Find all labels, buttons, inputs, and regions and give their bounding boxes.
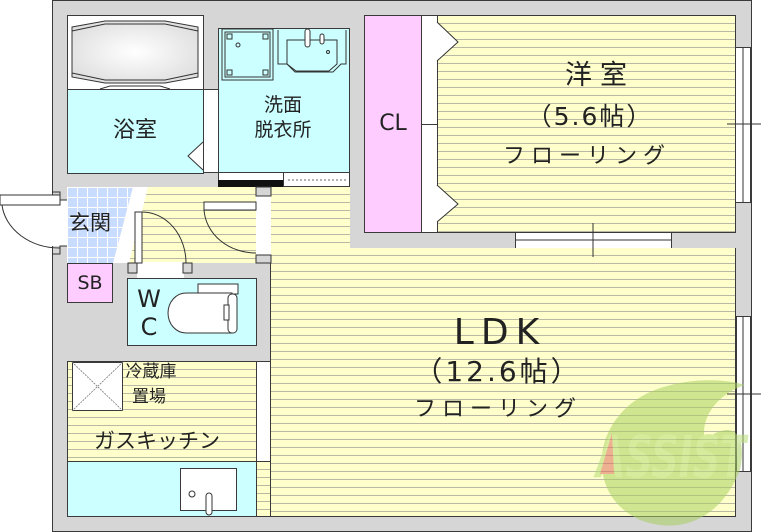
bathroom-label: 浴室: [112, 118, 157, 143]
toilet-icon: [167, 283, 239, 334]
toilet-label-line1: W: [137, 285, 161, 313]
vanity-sink-icon: [277, 28, 347, 73]
kitchen-faucet-icon: [188, 490, 213, 516]
wc-door-opening: [137, 262, 184, 279]
ldk-flooring: フローリング: [413, 397, 582, 422]
closet-door-icon: [436, 21, 459, 223]
western-room-flooring: フローリング: [502, 144, 671, 169]
washing-machine-icon: [221, 28, 274, 81]
entrance-door-opening: [51, 200, 68, 246]
shoe-box-label: SB: [77, 272, 103, 294]
fridge-label-line2: 置場: [132, 387, 166, 407]
kitchen-label: ガスキッチン: [94, 429, 220, 453]
hallway: [128, 187, 256, 263]
western-room-size: （5.6帖）: [526, 102, 654, 131]
watermark-text: ASSIST: [593, 423, 749, 491]
bathroom-door-icon: [187, 141, 204, 171]
western-room: [437, 15, 736, 233]
ldk-door-opening: [256, 196, 271, 258]
ldk-upper-extension: [270, 187, 350, 249]
closet-label: CL: [379, 111, 407, 136]
shoe-box: [67, 263, 113, 303]
entrance-label: 玄関: [69, 211, 111, 235]
washroom: [218, 28, 350, 173]
ldk-door-icon: [203, 186, 272, 264]
western-room-name: 洋室: [565, 60, 635, 91]
kitchen-partition-base: [256, 461, 271, 517]
toilet-label-line2: C: [140, 313, 158, 341]
closet: [364, 15, 422, 233]
ldk-name: LDK: [453, 312, 547, 353]
fridge-placeholder-icon: [71, 361, 124, 412]
wc-door-icon: [127, 211, 193, 274]
assist-watermark-logo: ASSIST: [593, 380, 749, 526]
washroom-door-header: [218, 180, 284, 187]
entrance: [67, 187, 133, 263]
bathtub-icon: [71, 20, 199, 90]
fridge-label-line1: 冷蔵庫: [125, 362, 177, 382]
window-lines: [515, 47, 761, 471]
entrance-door-icon: [0, 191, 67, 255]
washroom-label-line2: 脱衣所: [254, 119, 312, 141]
ldk-size: （12.6帖）: [414, 355, 582, 388]
washroom-label-line1: 洗面: [263, 94, 302, 116]
